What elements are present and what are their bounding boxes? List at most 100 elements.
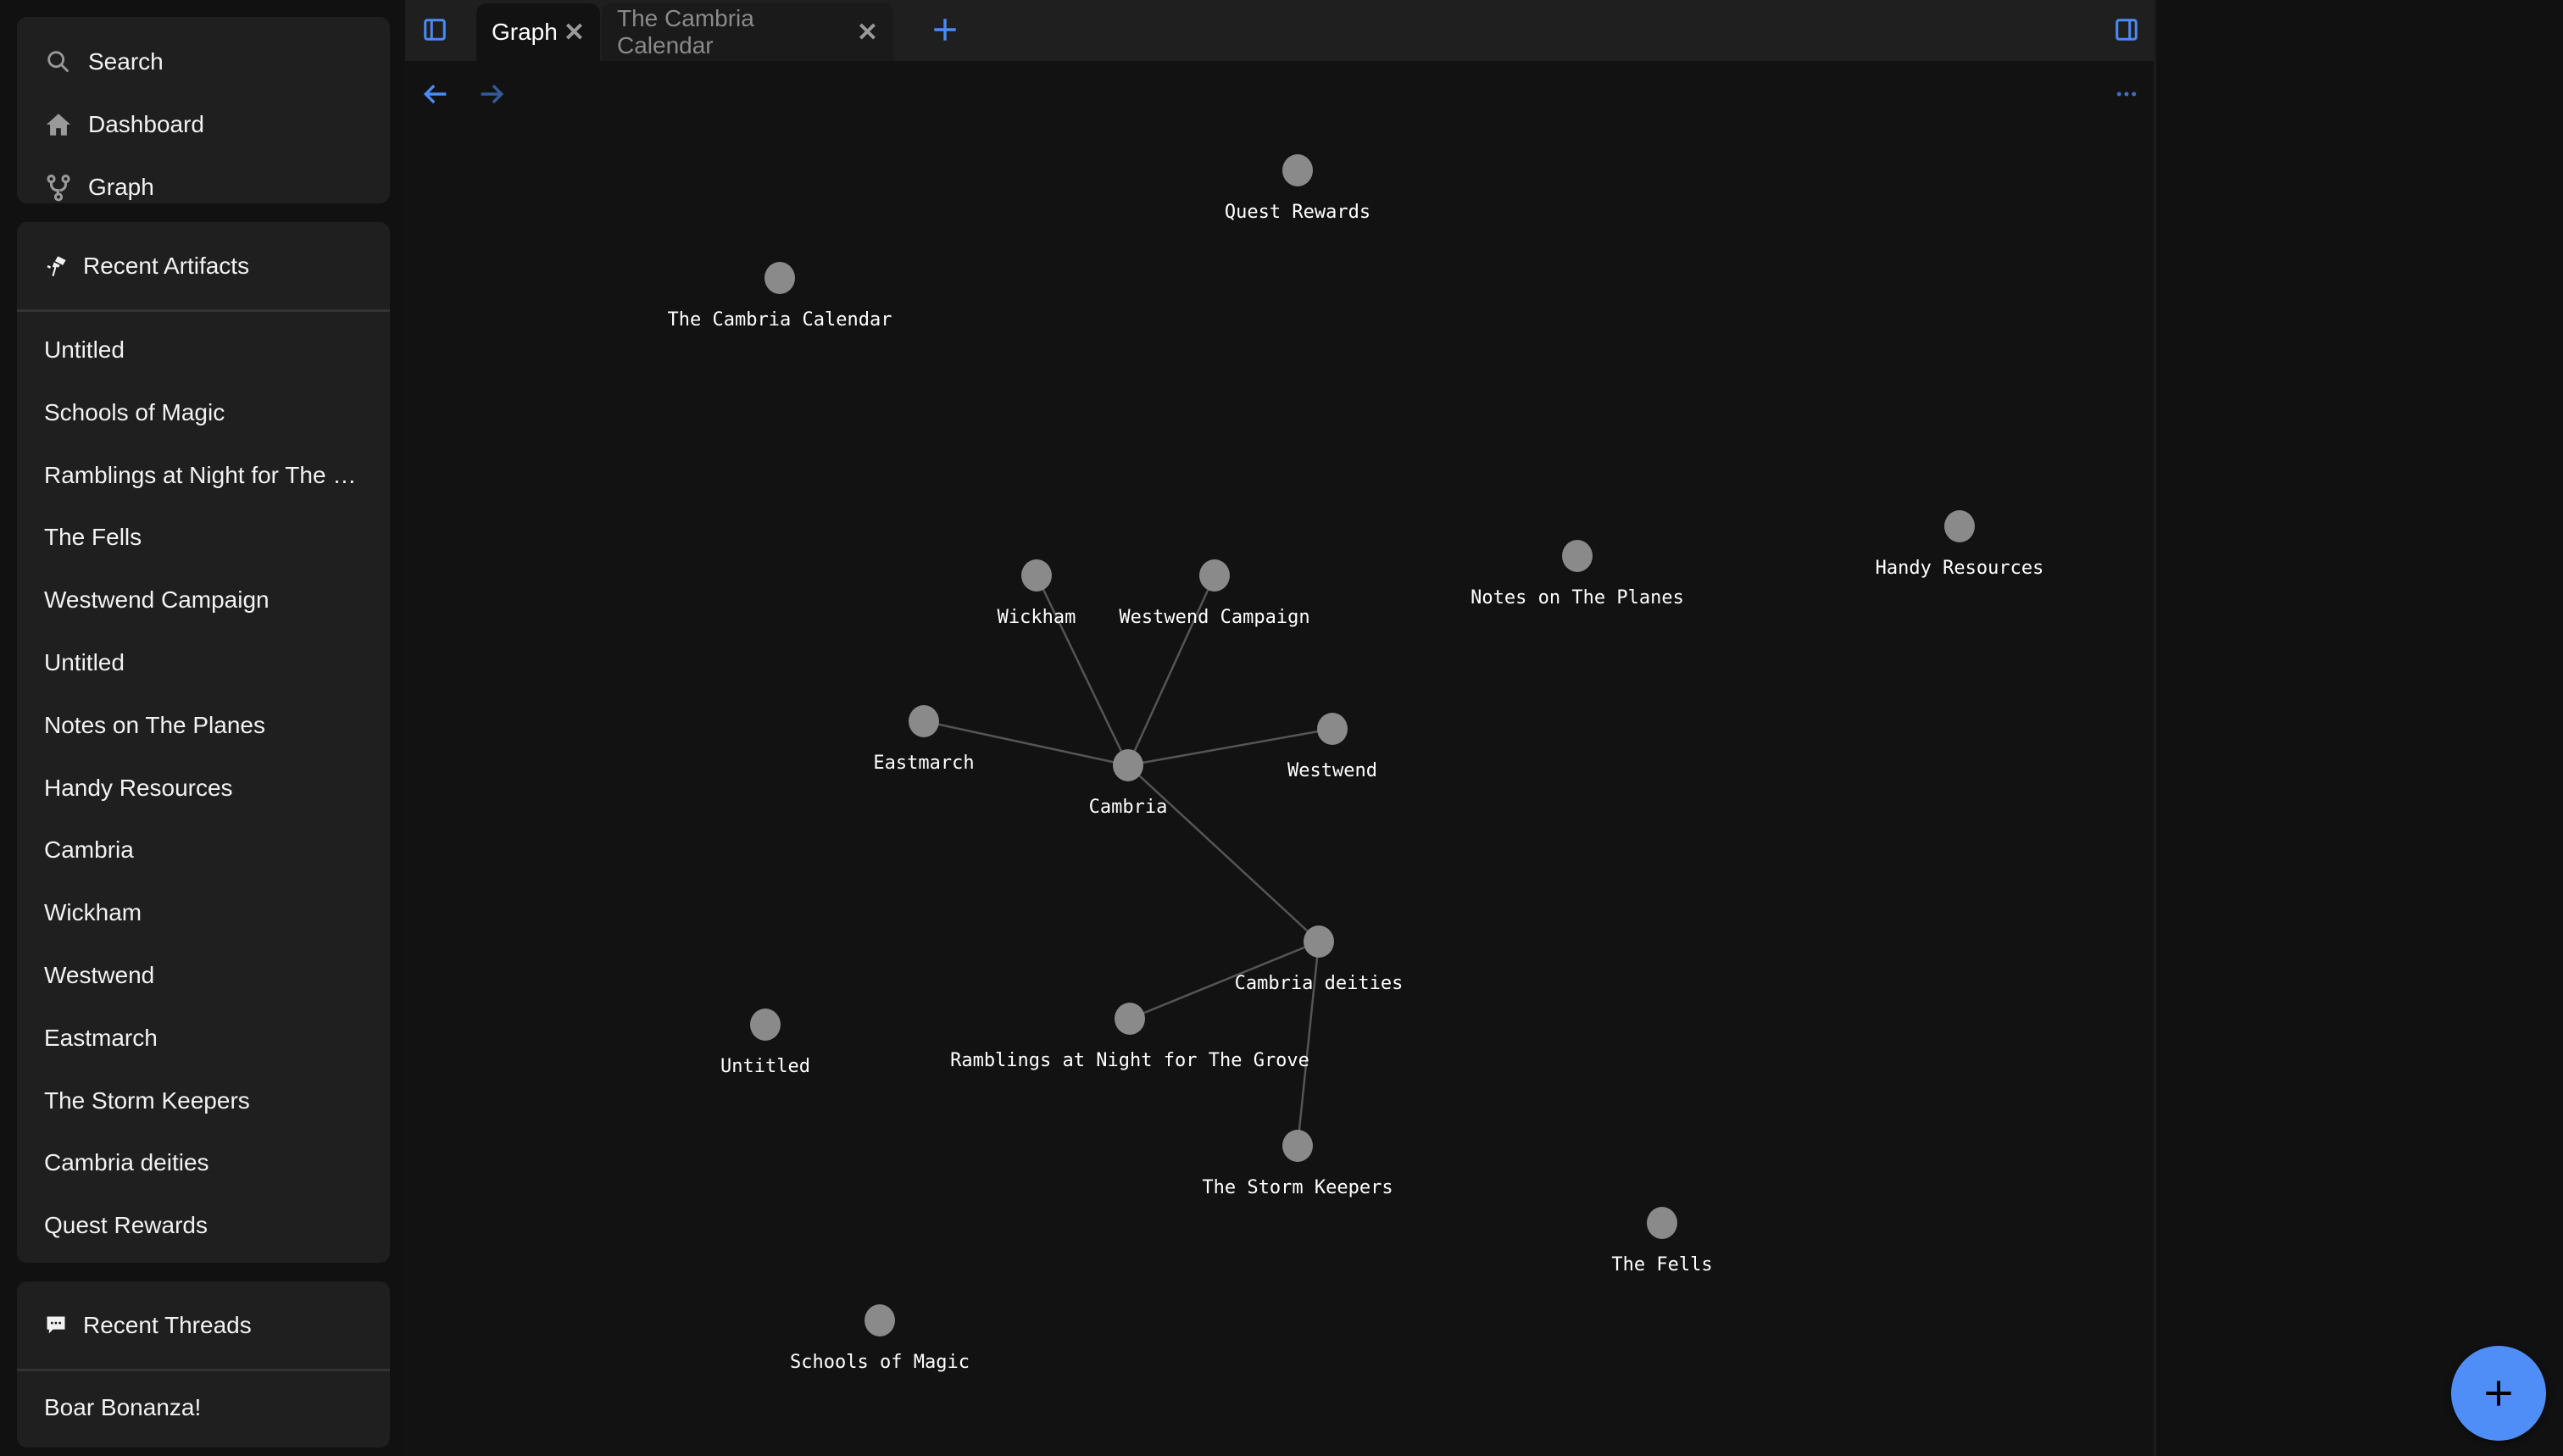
thread-item[interactable]: Boar Bonanza! <box>44 1394 202 1420</box>
sidebar-item-graph[interactable]: Graph <box>17 156 390 219</box>
node-label: Quest Rewards <box>1225 202 1370 223</box>
more-icon <box>2116 92 2137 97</box>
sidebar-item-dashboard[interactable]: Dashboard <box>17 93 390 156</box>
graph-node-cambria-calendar[interactable]: The Cambria Calendar <box>668 262 892 331</box>
graph-edge <box>1296 941 1320 1147</box>
sidebar-item-label: Dashboard <box>88 111 204 137</box>
graph-node-notes-planes[interactable]: Notes on The Planes <box>1471 540 1684 609</box>
node-label: Notes on The Planes <box>1471 587 1684 609</box>
artifact-item[interactable]: Notes on The Planes <box>44 711 265 738</box>
graph-edge <box>1127 727 1333 767</box>
recent-artifacts-title: Recent Artifacts <box>83 252 250 279</box>
forward-button[interactable] <box>476 80 505 113</box>
graph-edge <box>1126 575 1216 766</box>
artifact-item[interactable]: Westwend Campaign <box>44 586 270 614</box>
artifact-item[interactable]: Handy Resources <box>44 774 233 801</box>
graph-edges <box>923 575 1333 1147</box>
artifact-item[interactable]: Cambria <box>44 836 134 864</box>
more-options-button[interactable] <box>2112 81 2141 111</box>
sidebar-item-search[interactable]: Search <box>17 31 390 93</box>
artifact-item[interactable]: Untitled <box>44 336 125 363</box>
node-circle[interactable] <box>1021 559 1052 592</box>
node-circle[interactable] <box>750 1009 781 1041</box>
node-circle[interactable] <box>1113 749 1143 781</box>
node-circle[interactable] <box>764 262 795 294</box>
arrow-left-icon <box>423 84 447 104</box>
close-icon[interactable]: ✕ <box>563 18 585 47</box>
graph-edge <box>923 720 1129 767</box>
artifact-item[interactable]: Untitled <box>44 648 125 675</box>
artifact-item[interactable]: Westwend <box>44 961 155 988</box>
toggle-left-sidebar-button[interactable] <box>422 17 448 47</box>
node-circle[interactable] <box>1282 1130 1313 1162</box>
graph-node-schools-magic[interactable]: Schools of Magic <box>790 1304 970 1373</box>
tab-label: Graph <box>492 19 558 45</box>
graph-node-ramblings[interactable]: Ramblings at Night for The Grove <box>950 1003 1309 1071</box>
chat-icon <box>47 1316 65 1333</box>
graph-icon <box>47 174 70 202</box>
node-circle[interactable] <box>1304 925 1334 958</box>
create-button[interactable] <box>2451 1346 2546 1441</box>
sidebar-nav: Search Dashboard Graph <box>17 17 390 203</box>
recent-artifacts-panel: Recent Artifacts Untitled Schools of Mag… <box>17 222 390 1263</box>
node-circle[interactable] <box>1562 540 1593 572</box>
node-circle[interactable] <box>1944 510 1975 542</box>
artifact-item[interactable]: Eastmarch <box>44 1024 158 1051</box>
recent-threads-list: Boar Bonanza! <box>17 1371 390 1439</box>
sidebar-right-icon <box>2115 19 2138 41</box>
tab-graph[interactable]: Graph ✕ <box>476 3 600 61</box>
plus-icon <box>934 19 956 41</box>
artifact-item[interactable]: Schools of Magic <box>44 398 225 425</box>
node-label: Schools of Magic <box>790 1352 970 1373</box>
node-circle[interactable] <box>909 705 939 737</box>
graph-node-cambria-deities[interactable]: Cambria deities <box>1235 925 1404 994</box>
artifact-item[interactable]: The Fells <box>44 524 142 551</box>
artifact-item[interactable]: Quest Rewards <box>44 1212 208 1239</box>
new-tab-button[interactable] <box>931 15 959 48</box>
graph-node-westwend[interactable]: Westwend <box>1287 713 1377 781</box>
node-circle[interactable] <box>1115 1003 1145 1035</box>
artifact-item[interactable]: Wickham <box>44 899 142 926</box>
close-icon[interactable]: ✕ <box>856 18 878 47</box>
node-label: Eastmarch <box>873 753 974 774</box>
node-circle[interactable] <box>1199 559 1230 592</box>
node-label: Cambria <box>1089 797 1168 818</box>
home-icon <box>46 114 71 136</box>
node-circle[interactable] <box>865 1304 895 1337</box>
node-label: Untitled <box>720 1056 810 1077</box>
node-circle[interactable] <box>1647 1207 1677 1239</box>
graph-node-wickham[interactable]: Wickham <box>998 559 1076 628</box>
sidebar-item-label: Graph <box>88 174 154 200</box>
artifact-item[interactable]: Cambria deities <box>44 1149 209 1176</box>
sidebar-left-icon <box>424 19 446 41</box>
arrow-right-icon <box>481 84 504 104</box>
graph-node-untitled[interactable]: Untitled <box>720 1009 810 1077</box>
plus-icon <box>2486 1381 2511 1406</box>
graph-node-handy-resources[interactable]: Handy Resources <box>1876 510 2044 579</box>
telescope-icon <box>47 255 66 276</box>
node-label: The Storm Keepers <box>1202 1177 1393 1198</box>
graph-node-quest-rewards[interactable]: Quest Rewards <box>1225 154 1370 223</box>
graph-edge <box>1129 940 1320 1020</box>
graph-node-eastmarch[interactable]: Eastmarch <box>873 705 975 774</box>
tab-cambria-calendar[interactable]: The Cambria Calendar ✕ <box>602 3 893 61</box>
recent-threads-title: Recent Threads <box>83 1311 252 1338</box>
node-circle[interactable] <box>1282 154 1313 186</box>
node-circle[interactable] <box>1317 713 1348 745</box>
graph-node-westwend-campaign[interactable]: Westwend Campaign <box>1119 559 1310 628</box>
graph-node-the-fells[interactable]: The Fells <box>1611 1207 1713 1275</box>
recent-artifacts-header: Recent Artifacts <box>17 222 390 312</box>
tab-bar: Graph ✕ The Cambria Calendar ✕ <box>405 0 2154 61</box>
artifact-item[interactable]: Ramblings at Night for The Grove <box>44 461 390 488</box>
graph-edge <box>1127 764 1320 942</box>
artifact-item[interactable]: The Storm Keepers <box>44 1086 250 1114</box>
graph-node-cambria[interactable]: Cambria <box>1089 749 1168 818</box>
node-label: The Cambria Calendar <box>668 309 892 331</box>
graph-node-storm-keepers[interactable]: The Storm Keepers <box>1202 1130 1393 1198</box>
back-button[interactable] <box>422 80 451 113</box>
toggle-right-sidebar-button[interactable] <box>2114 17 2139 47</box>
search-icon <box>47 51 69 73</box>
node-label: Ramblings at Night for The Grove <box>950 1050 1309 1071</box>
